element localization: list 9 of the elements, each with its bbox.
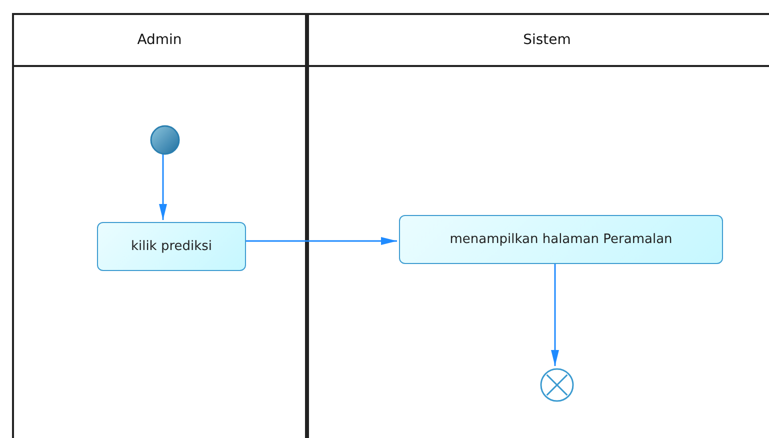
arrow [159,153,167,220]
action-box: kilik prediksi [97,222,246,271]
swimlane [12,13,307,438]
lane-header: Admin [14,15,305,67]
arrow [551,262,559,366]
lane-header: Sistem [309,15,769,67]
arrow [244,237,397,245]
action-box: menampilkan halaman Peramalan [399,215,723,264]
swimlane [307,13,769,438]
